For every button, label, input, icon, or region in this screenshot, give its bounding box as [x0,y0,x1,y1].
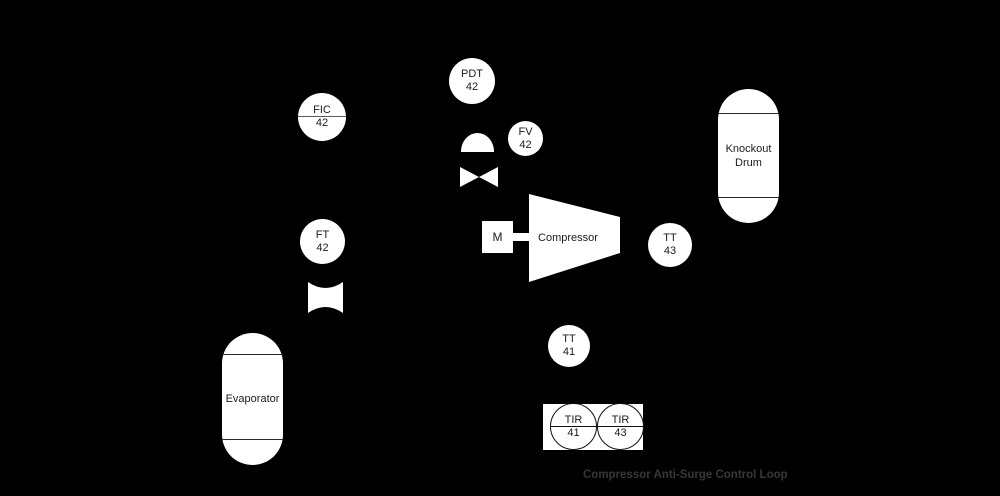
vessel-seam-line [222,439,283,440]
panel-divider-line [551,425,596,427]
instrument-number: 41 [562,346,576,358]
motor-box: M [482,221,513,253]
instrument-tag: FT [315,228,330,241]
control-valve-icon [479,167,498,187]
instrument-number: 42 [316,241,329,254]
instrument-bubble-tir-41: TIR 41 [550,403,597,450]
instrument-bubble-pdt-42: PDT 42 [449,58,495,104]
knockout-drum-vessel: Knockout Drum [718,89,779,223]
instrument-bubble-fic-42: FIC 42 [298,93,346,141]
instrument-tag: TT [562,333,576,345]
compressor-label: Compressor [538,232,598,244]
instrument-number: 42 [465,81,479,93]
vessel-seam-line [718,197,779,198]
vessel-seam-line [718,113,779,114]
knockout-drum-label: Knockout Drum [725,143,772,169]
instrument-bubble-tt-43: TT 43 [648,223,692,267]
instrument-tag: FIC [313,104,331,116]
motor-label: M [492,230,503,244]
instrument-bubble-fv-42: FV 42 [508,121,543,156]
instrument-number: 43 [663,245,677,257]
control-valve-icon [460,167,479,187]
instrument-number: 41 [567,426,580,439]
evaporator-label: Evaporator [225,393,280,405]
instrument-number: 42 [315,117,329,129]
evaporator-vessel: Evaporator [222,333,283,465]
instrument-number: 43 [614,426,627,439]
panel-divider-line [298,116,346,117]
instrument-tag: PDT [461,68,483,80]
instrument-bubble-tt-41: TT 41 [548,325,590,367]
vessel-seam-line [222,354,283,355]
compressor-shape [529,194,620,282]
flow-element-icon [308,282,343,313]
motor-shaft [513,233,530,241]
valve-actuator-dome-icon [461,133,494,152]
instrument-bubble-tir-43: TIR 43 [597,403,644,450]
diagram-title: Compressor Anti-Surge Control Loop [583,469,788,481]
instrument-number: 42 [519,138,532,151]
instrument-tag: TT [663,232,677,244]
panel-divider-line [598,425,643,427]
instrument-tag: TIR [564,413,583,426]
instrument-bubble-ft-42: FT 42 [300,219,345,264]
instrument-tag: TIR [611,413,630,426]
instrument-tag: FV [518,125,533,138]
